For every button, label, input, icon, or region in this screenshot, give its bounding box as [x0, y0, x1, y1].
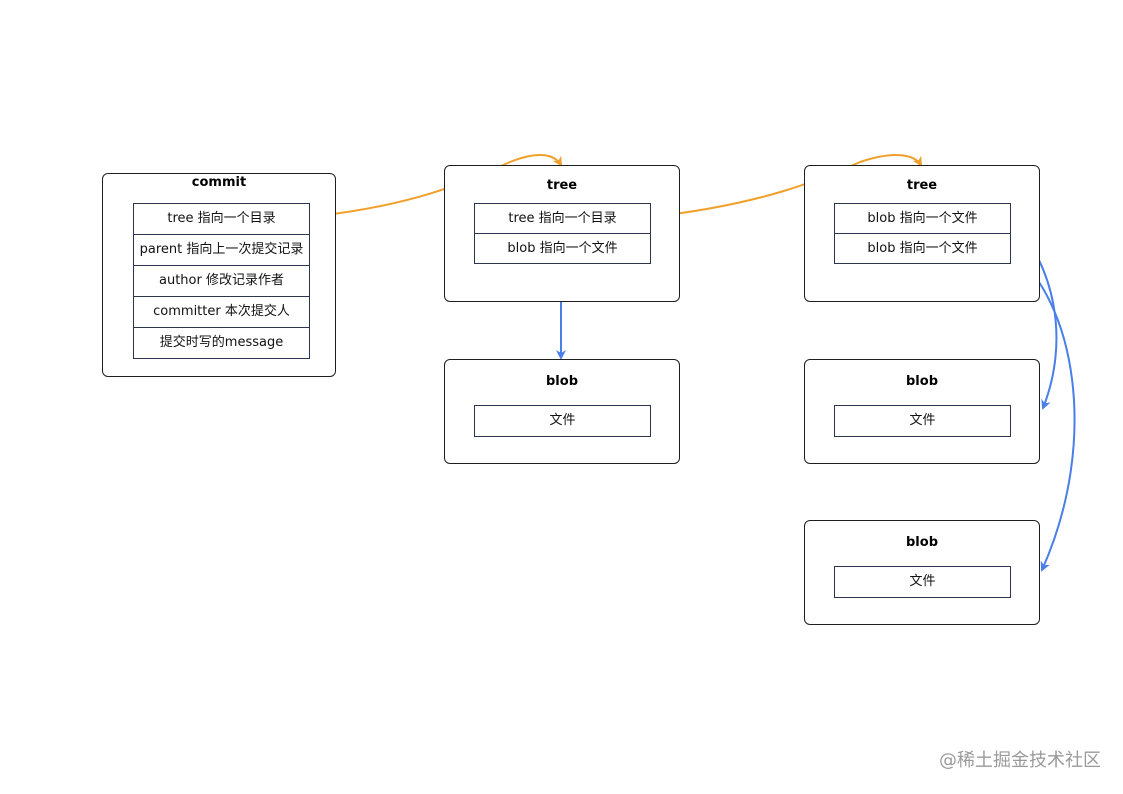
- commit-field-committer: committer 本次提交人: [133, 296, 310, 328]
- tree-field-blob-1: blob 指向一个文件: [834, 203, 1011, 234]
- blob-field-file: 文件: [474, 405, 651, 437]
- tree-node-2: tree blob 指向一个文件 blob 指向一个文件: [804, 165, 1040, 302]
- blob-title: blob: [546, 374, 578, 389]
- tree-field-blob: blob 指向一个文件: [474, 233, 651, 264]
- watermark: @稀土掘金技术社区: [939, 750, 1101, 771]
- blob-node-1: blob 文件: [444, 359, 680, 464]
- blob-node-2: blob 文件: [804, 359, 1040, 464]
- commit-node: commit tree 指向一个目录 parent 指向上一次提交记录 auth…: [102, 173, 336, 377]
- blob-field-file: 文件: [834, 566, 1011, 598]
- commit-field-tree: tree 指向一个目录: [133, 203, 310, 235]
- blob-node-3: blob 文件: [804, 520, 1040, 625]
- blob-title: blob: [906, 374, 938, 389]
- blob-title: blob: [906, 535, 938, 550]
- commit-field-author: author 修改记录作者: [133, 265, 310, 297]
- tree-field-tree: tree 指向一个目录: [474, 203, 651, 234]
- tree-title: tree: [906, 178, 938, 193]
- commit-title: commit: [191, 175, 247, 190]
- tree-title: tree: [546, 178, 578, 193]
- commit-field-parent: parent 指向上一次提交记录: [133, 234, 310, 266]
- commit-field-message: 提交时写的message: [133, 327, 310, 359]
- tree-field-blob-2: blob 指向一个文件: [834, 233, 1011, 264]
- blob-field-file: 文件: [834, 405, 1011, 437]
- tree-node-1: tree tree 指向一个目录 blob 指向一个文件: [444, 165, 680, 302]
